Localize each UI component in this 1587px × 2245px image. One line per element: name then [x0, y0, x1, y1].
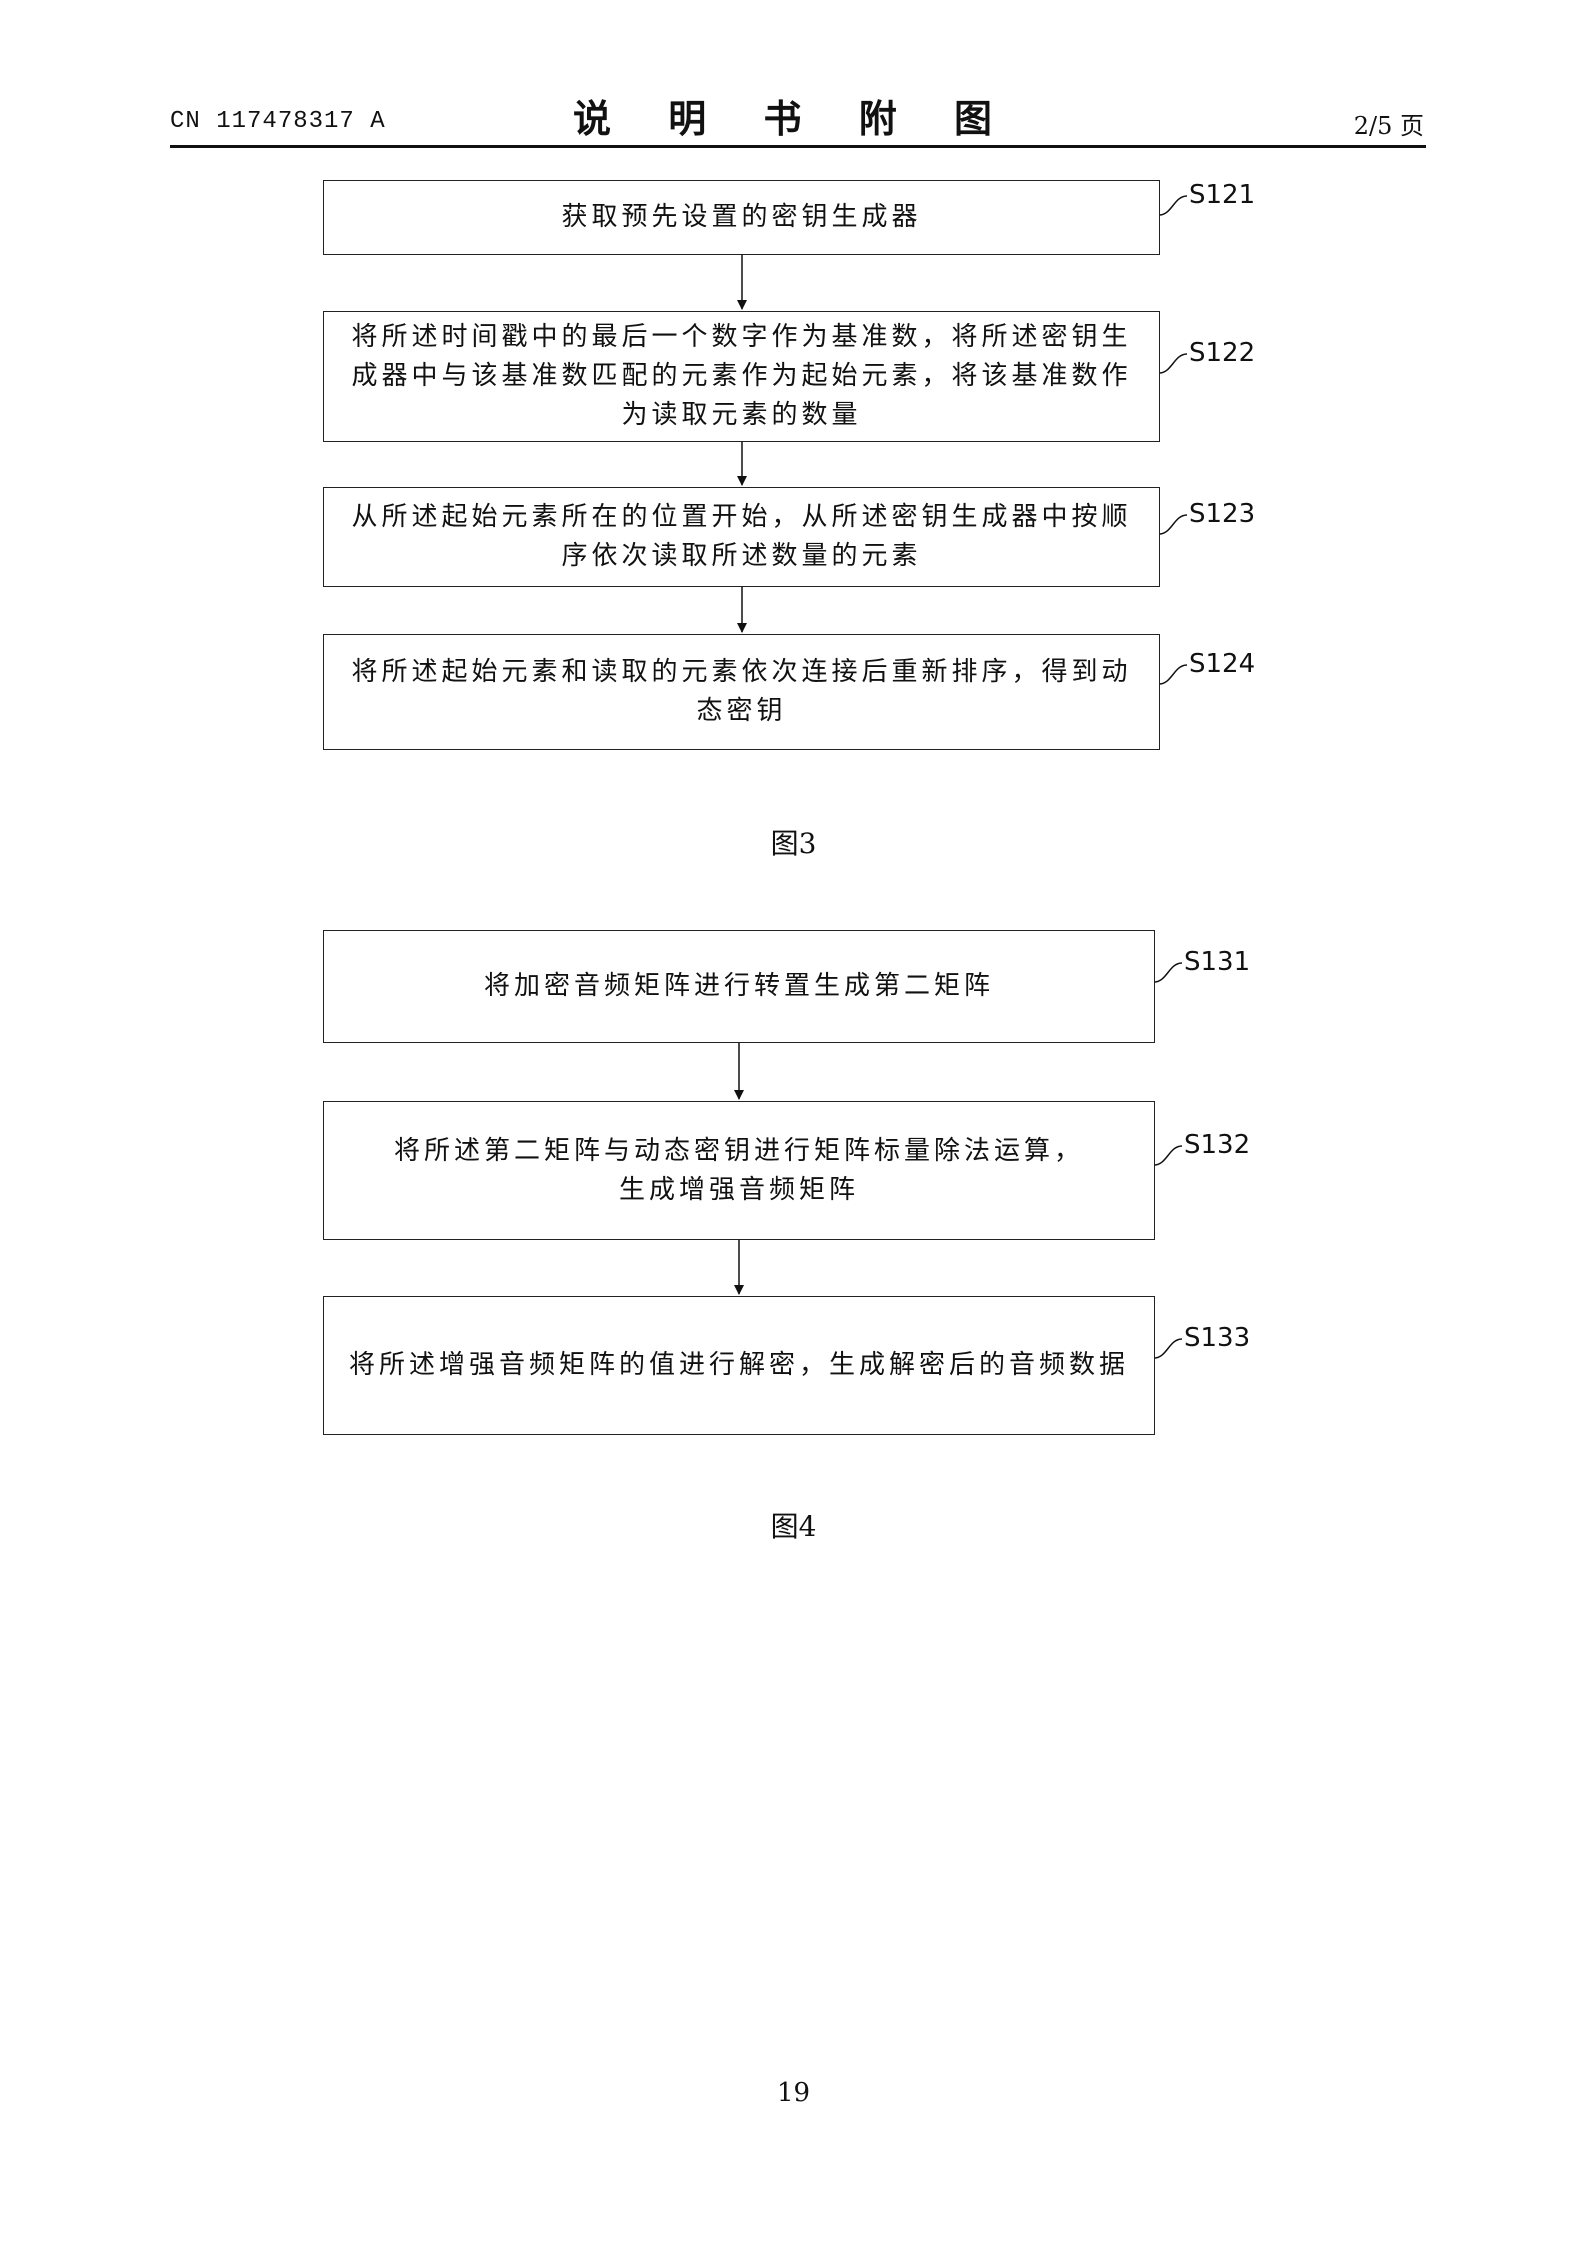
- step-box-s122: 将所述时间戳中的最后一个数字作为基准数，将所述密钥生成器中与该基准数匹配的元素作…: [323, 311, 1160, 442]
- header-divider: [170, 145, 1426, 148]
- patent-number: CN 117478317 A: [170, 108, 386, 135]
- step-text-s122: 将所述时间戳中的最后一个数字作为基准数，将所述密钥生成器中与该基准数匹配的元素作…: [351, 322, 1132, 430]
- leader-s121: [1158, 195, 1188, 216]
- leader-s131: [1153, 962, 1183, 983]
- step-box-s121: 获取预先设置的密钥生成器: [323, 180, 1160, 255]
- step-box-s133: 将所述增强音频矩阵的值进行解密，生成解密后的音频数据: [323, 1296, 1155, 1435]
- figure-caption-3: 图3: [770, 827, 817, 860]
- step-label-s133: S133: [1184, 1323, 1251, 1353]
- step-label-s123: S123: [1189, 499, 1256, 529]
- step-box-s132: 将所述第二矩阵与动态密钥进行矩阵标量除法运算，生成增强音频矩阵: [323, 1101, 1155, 1240]
- step-text-s132: 将所述第二矩阵与动态密钥进行矩阵标量除法运算，生成增强音频矩阵: [393, 1135, 1084, 1205]
- step-text-s133: 将所述增强音频矩阵的值进行解密，生成解密后的音频数据: [348, 1350, 1129, 1380]
- page-title: 说 明 书 附 图: [573, 97, 1014, 141]
- step-text-s131: 将加密音频矩阵进行转置生成第二矩阵: [483, 971, 994, 1001]
- step-text-s123: 从所述起始元素所在的位置开始，从所述密钥生成器中按顺序依次读取所述数量的元素: [351, 502, 1132, 571]
- step-label-s131: S131: [1184, 947, 1251, 977]
- step-box-s131: 将加密音频矩阵进行转置生成第二矩阵: [323, 930, 1155, 1043]
- step-text-s124: 将所述起始元素和读取的元素依次连接后重新排序，得到动态密钥: [351, 657, 1132, 726]
- leader-s133: [1153, 1338, 1183, 1359]
- step-label-s132: S132: [1184, 1130, 1251, 1160]
- step-box-s123: 从所述起始元素所在的位置开始，从所述密钥生成器中按顺序依次读取所述数量的元素: [323, 487, 1160, 587]
- step-label-s122: S122: [1189, 338, 1256, 368]
- step-label-s121: S121: [1189, 180, 1256, 210]
- figure-caption-4: 图4: [770, 1510, 817, 1543]
- leader-s124: [1158, 664, 1188, 685]
- step-label-s124: S124: [1189, 649, 1256, 679]
- step-text-s121: 获取预先设置的密钥生成器: [561, 202, 922, 232]
- leader-s122: [1158, 353, 1188, 374]
- page-indicator: 2/5 页: [1353, 112, 1424, 140]
- leader-s132: [1153, 1145, 1183, 1166]
- leader-s123: [1158, 514, 1188, 535]
- page-number: 19: [776, 2078, 811, 2108]
- step-box-s124: 将所述起始元素和读取的元素依次连接后重新排序，得到动态密钥: [323, 634, 1160, 750]
